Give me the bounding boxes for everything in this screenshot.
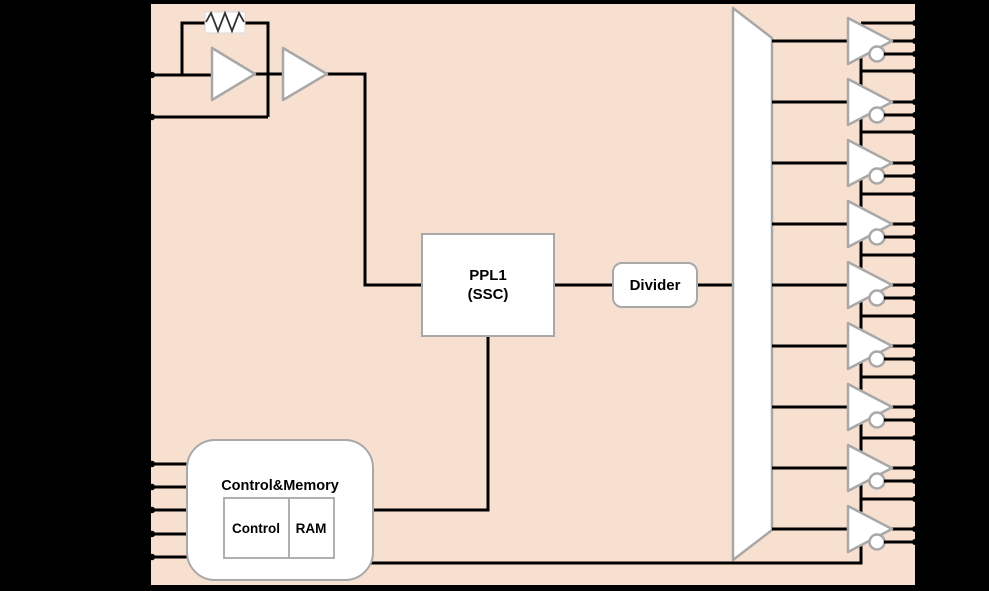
output-buffer-8 (772, 443, 918, 493)
pin-dot (912, 356, 918, 362)
control-pin-dot (148, 483, 156, 491)
output-buffer-4 (772, 199, 918, 249)
output-buffer-2 (772, 77, 918, 127)
pin-dot (912, 20, 918, 26)
pin-dot (912, 160, 918, 166)
inverter-bubble-icon (868, 411, 886, 429)
inverter-bubble-icon (868, 472, 886, 490)
inverter-bubble-icon (868, 228, 886, 246)
pin-dot (912, 374, 918, 380)
inverter-bubble-icon (868, 350, 886, 368)
pin-dot (912, 539, 918, 545)
feedback-wire-left (180, 21, 205, 75)
crystal-oscillator-section (148, 10, 422, 287)
control-pin-dot (148, 460, 156, 468)
pin-dot (912, 478, 918, 484)
pin-dot (912, 68, 918, 74)
inverter-bubble-icon (868, 289, 886, 307)
pll-label-line2: (SSC) (468, 286, 509, 303)
control-memory-inner-box (223, 497, 335, 559)
pin-dot (912, 129, 918, 135)
xin-pin-dot (148, 71, 156, 79)
osc-amp-1-icon (210, 46, 257, 102)
output-buffer-3 (772, 138, 918, 188)
pin-dot (912, 465, 918, 471)
inverter-bubble-icon (868, 533, 886, 551)
control-cell-label: Control (232, 521, 280, 536)
pin-dot (912, 295, 918, 301)
pin-dot (912, 496, 918, 502)
control-to-pll-wire (373, 336, 490, 512)
pin-dot (912, 313, 918, 319)
inverter-bubble-icon (868, 167, 886, 185)
feedback-resistor-icon (204, 10, 246, 34)
pin-dot (912, 191, 918, 197)
output-buffer-9 (772, 504, 918, 554)
control-pin-dot (148, 530, 156, 538)
control-pin-dot (148, 506, 156, 514)
pin-dot (912, 173, 918, 179)
pin-dot (912, 282, 918, 288)
oscillator-output-wire (327, 72, 422, 287)
control-input-pins (148, 460, 187, 561)
feedback-wire-right (245, 21, 270, 117)
ram-cell-label: RAM (296, 521, 327, 536)
pin-dot (912, 526, 918, 532)
pin-dot (912, 404, 918, 410)
pll-label-line1: PPL1 (469, 267, 507, 284)
right-stub-pins (861, 20, 918, 502)
control-memory-title: Control&Memory (221, 478, 339, 494)
pll-block: PPL1 (SSC) (421, 233, 555, 337)
pin-dot (912, 221, 918, 227)
output-buffer-5 (772, 260, 918, 310)
pin-dot (912, 417, 918, 423)
pin-dot (912, 435, 918, 441)
control-pin-dot (148, 553, 156, 561)
pin-dot (912, 51, 918, 57)
output-buffer-6 (772, 321, 918, 371)
pin-dot (912, 343, 918, 349)
pin-dot (912, 234, 918, 240)
mux (731, 6, 774, 562)
xout-pin-dot (148, 113, 156, 121)
osc-amp-2-icon (281, 46, 329, 102)
control-bus-wire (366, 23, 863, 565)
divider-label: Divider (630, 277, 681, 294)
output-buffer-1 (772, 16, 918, 66)
pin-dot (912, 112, 918, 118)
control-memory-block: Control&Memory Control RAM (186, 439, 374, 581)
pin-dot (912, 252, 918, 258)
divider-block: Divider (612, 262, 698, 308)
pin-dot (912, 38, 918, 44)
inverter-bubble-icon (868, 45, 886, 63)
output-buffer-7 (772, 382, 918, 432)
pin-dot (912, 99, 918, 105)
inverter-bubble-icon (868, 106, 886, 124)
